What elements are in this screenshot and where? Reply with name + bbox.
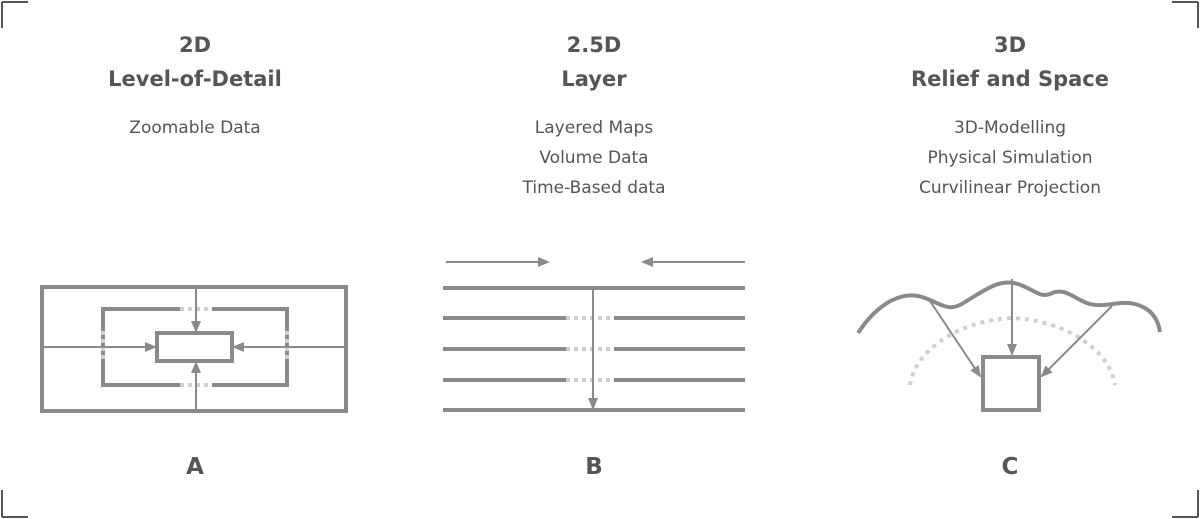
panel-letter: A <box>186 454 204 480</box>
corner-bottom-right <box>1172 490 1199 518</box>
corner-top-right <box>1172 1 1199 28</box>
panel-items: 3D-Modelling Physical Simulation Curvili… <box>810 113 1200 203</box>
dotted-arc <box>908 315 1117 386</box>
panel-item: Layered Maps <box>534 118 654 138</box>
panel-subtitle: Layer <box>561 67 627 91</box>
panel-title: 3D <box>993 33 1027 57</box>
arrow-from-right <box>1040 305 1113 378</box>
diagram-a <box>40 285 348 413</box>
panel-item: Volume Data <box>539 148 649 168</box>
panel-item: Time-Based data <box>522 178 666 198</box>
panel-letter: B <box>585 454 603 480</box>
corner-top-left <box>1 1 28 28</box>
panel-subtitle: Relief and Space <box>911 67 1109 91</box>
panel-a: 2D Level-of-Detail Zoomable Data A <box>0 0 395 519</box>
relief-curve <box>856 280 1162 335</box>
outer-frame <box>40 285 348 413</box>
panel-title: 2.5D <box>566 33 622 57</box>
panel-item: Physical Simulation <box>927 148 1093 168</box>
diagram-c <box>856 279 1162 412</box>
panel-subtitle: Level-of-Detail <box>108 67 282 91</box>
diagram-b <box>443 257 745 412</box>
panel-item: Zoomable Data <box>129 118 261 138</box>
corner-bottom-left <box>1 490 28 518</box>
panel-title: 2D <box>178 33 212 57</box>
panel-item: Curvilinear Projection <box>919 178 1101 198</box>
space-box <box>981 355 1041 412</box>
panel-items: Layered Maps Volume Data Time-Based data <box>394 113 794 203</box>
panel-items: Zoomable Data <box>0 113 395 143</box>
panel-c: 3D Relief and Space 3D-Modelling Physica… <box>810 0 1200 519</box>
arrow-from-left-peak <box>929 300 982 378</box>
panel-item: 3D-Modelling <box>953 118 1067 138</box>
panel-b: 2.5D Layer Layered Maps Volume Data Time… <box>394 0 794 519</box>
panel-letter: C <box>1001 454 1019 480</box>
